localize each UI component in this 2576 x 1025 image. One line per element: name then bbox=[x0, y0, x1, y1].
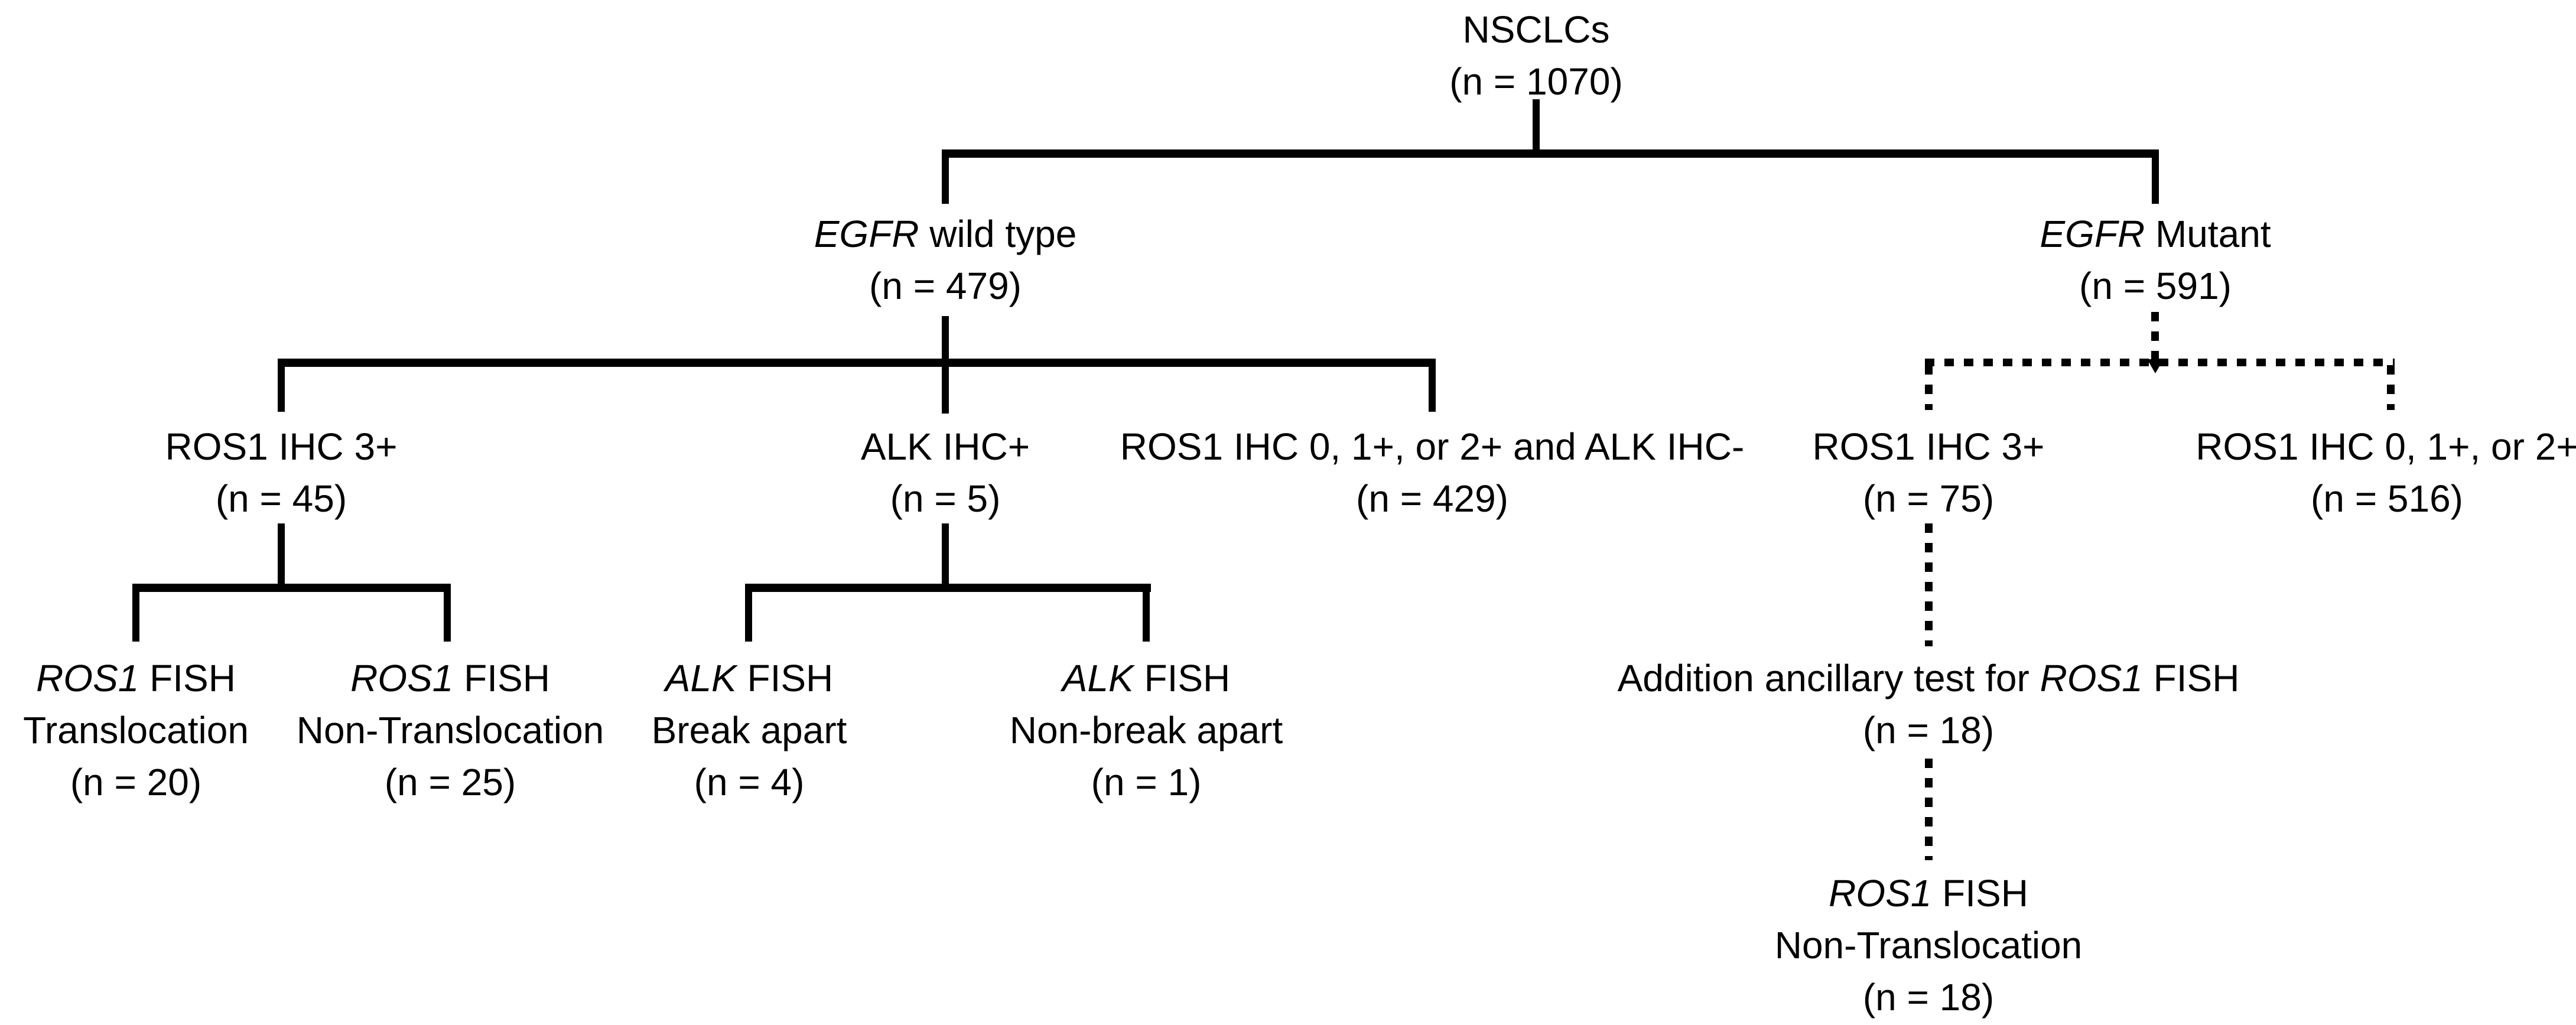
node-egfr-wild-type: EGFR wild type (n = 479) bbox=[814, 208, 1077, 312]
ancillary-suffix-text: FISH bbox=[2142, 657, 2240, 699]
node-nsclcs-text: NSCLCs bbox=[1462, 8, 1610, 51]
node-alk-fish-non-break-apart: ALK FISH Non-break apart (n = 1) bbox=[1010, 652, 1283, 808]
egfr-gene-italic: EGFR bbox=[2040, 213, 2145, 255]
node-ros1-ihc012-alk-neg-count: (n = 429) bbox=[1356, 477, 1508, 520]
connector-drop-egfr-wild-type bbox=[942, 149, 949, 204]
node-egfr-mutant-label: EGFR Mutant bbox=[2040, 208, 2271, 260]
connector-drop-ros1-ihc012-alk-neg bbox=[1429, 359, 1436, 412]
node-ros1-ihc3-mut-count: (n = 75) bbox=[1862, 477, 1995, 520]
node-alk-fish-non-break-apart-line2: Non-break apart bbox=[1009, 709, 1283, 751]
node-egfr-mutant-count: (n = 591) bbox=[2079, 265, 2232, 307]
connector-drop-ros1-fish-non-translocation bbox=[444, 584, 451, 642]
node-alk-fish-break-apart-line1: ALK FISH bbox=[652, 652, 847, 704]
node-ros1-fish-non-translocation-mut-count: (n = 18) bbox=[1862, 976, 1995, 1019]
connector-drop-ros1-fish-translocation bbox=[132, 584, 139, 642]
node-ros1-ihc3-mut: ROS1 IHC 3+ (n = 75) bbox=[1812, 421, 2044, 525]
node-ros1-fish-non-translocation-count: (n = 25) bbox=[384, 761, 516, 803]
ros1-gene-italic: ROS1 bbox=[2040, 657, 2143, 699]
node-alk-fish-break-apart: ALK FISH Break apart (n = 4) bbox=[652, 652, 847, 808]
connector-egfr-mutant-stem-dotted bbox=[2151, 312, 2159, 359]
node-alk-fish-break-apart-line2: Break apart bbox=[651, 709, 847, 751]
connector-ros1-ihc3-mut-stem-dotted bbox=[1925, 523, 1933, 646]
fish-text: FISH bbox=[139, 657, 236, 699]
connector-ancillary-stem-dotted bbox=[1925, 759, 1933, 860]
node-ros1-fish-non-translocation: ROS1 FISH Non-Translocation (n = 25) bbox=[297, 652, 604, 808]
node-alk-ihc-pos: ALK IHC+ (n = 5) bbox=[861, 421, 1030, 525]
node-ros1-fish-non-translocation-line2: Non-Translocation bbox=[296, 709, 604, 751]
connector-ros1-ihc3-wt-stem bbox=[278, 523, 285, 585]
node-ancillary-test: Addition ancillary test for ROS1 FISH (n… bbox=[1618, 652, 2240, 756]
node-ros1-ihc3-wt: ROS1 IHC 3+ (n = 45) bbox=[165, 421, 397, 525]
node-ros1-ihc012-label: ROS1 IHC 0, 1+, or 2+ bbox=[2196, 425, 2576, 468]
egfr-mutant-text: Mutant bbox=[2145, 213, 2271, 255]
node-egfr-mutant: EGFR Mutant (n = 591) bbox=[2040, 208, 2271, 312]
node-egfr-wild-type-label: EGFR wild type bbox=[814, 208, 1077, 260]
node-ros1-fish-translocation: ROS1 FISH Translocation (n = 20) bbox=[23, 652, 249, 808]
connector-drop-ros1-ihc3-wt bbox=[278, 359, 285, 412]
connector-drop-alk-fish-non-break-apart bbox=[1143, 584, 1150, 642]
connector-level3-bar-ros1-fish bbox=[132, 584, 451, 592]
ancillary-prefix-text: Addition ancillary test for bbox=[1617, 657, 2040, 699]
fish-text: FISH bbox=[453, 657, 550, 699]
node-ros1-fish-non-translocation-mut-line2: Non-Translocation bbox=[1774, 924, 2083, 967]
node-ros1-fish-translocation-line1: ROS1 FISH bbox=[23, 652, 249, 704]
connector-drop-egfr-mutant bbox=[2152, 149, 2159, 204]
node-ros1-fish-non-translocation-mut-line1: ROS1 FISH bbox=[1775, 867, 2083, 919]
node-ancillary-test-count: (n = 18) bbox=[1862, 709, 1995, 751]
ros1-gene-italic: ROS1 bbox=[1829, 872, 1932, 915]
node-ros1-fish-translocation-count: (n = 20) bbox=[70, 761, 202, 803]
egfr-gene-italic: EGFR bbox=[814, 213, 919, 255]
node-ros1-ihc3-mut-label: ROS1 IHC 3+ bbox=[1812, 425, 2045, 468]
node-nsclcs-label: NSCLCs bbox=[1449, 4, 1623, 56]
node-alk-ihc-pos-label: ALK IHC+ bbox=[860, 425, 1030, 468]
ros1-gene-italic: ROS1 bbox=[36, 657, 139, 699]
node-alk-fish-non-break-apart-count: (n = 1) bbox=[1091, 761, 1202, 803]
node-alk-ihc-pos-count: (n = 5) bbox=[890, 477, 1001, 520]
connector-level2-bar-left bbox=[278, 359, 1436, 367]
node-ros1-ihc3-wt-label: ROS1 IHC 3+ bbox=[165, 425, 398, 468]
node-ros1-ihc012-alk-neg-label: ROS1 IHC 0, 1+, or 2+ and ALK IHC- bbox=[1120, 425, 1745, 468]
node-ros1-fish-translocation-line2: Translocation bbox=[23, 709, 249, 751]
node-nsclcs: NSCLCs (n = 1070) bbox=[1449, 4, 1623, 108]
node-ros1-fish-non-translocation-mut: ROS1 FISH Non-Translocation (n = 18) bbox=[1775, 867, 2083, 1023]
node-ancillary-test-label: Addition ancillary test for ROS1 FISH bbox=[1618, 652, 2240, 704]
connector-nsclcs-stem bbox=[1533, 99, 1540, 157]
connector-drop-alk-fish-break-apart bbox=[745, 584, 752, 642]
arrowhead-down-icon bbox=[2147, 359, 2164, 373]
node-nsclcs-count: (n = 1070) bbox=[1449, 60, 1623, 103]
egfr-wild-type-text: wild type bbox=[919, 213, 1077, 255]
connector-drop-ros1-ihc012-dotted bbox=[2387, 365, 2395, 410]
connector-level3-bar-alk-fish bbox=[745, 584, 1151, 592]
fish-text: FISH bbox=[736, 657, 834, 699]
alk-gene-italic: ALK bbox=[665, 657, 737, 699]
connector-drop-ros1-ihc3-mut-dotted bbox=[1925, 365, 1933, 410]
node-ros1-fish-non-translocation-line1: ROS1 FISH bbox=[297, 652, 604, 704]
ros1-gene-italic: ROS1 bbox=[350, 657, 454, 699]
alk-gene-italic: ALK bbox=[1062, 657, 1134, 699]
node-egfr-wild-type-count: (n = 479) bbox=[869, 265, 1022, 307]
node-ros1-ihc012-count: (n = 516) bbox=[2311, 477, 2463, 520]
node-ros1-ihc3-wt-count: (n = 45) bbox=[215, 477, 347, 520]
fish-text: FISH bbox=[1133, 657, 1231, 699]
connector-level1-bar bbox=[942, 149, 2159, 158]
node-ros1-ihc012: ROS1 IHC 0, 1+, or 2+ (n = 516) bbox=[2196, 421, 2576, 525]
fish-text: FISH bbox=[1931, 872, 2028, 915]
node-alk-fish-non-break-apart-line1: ALK FISH bbox=[1010, 652, 1283, 704]
node-alk-fish-break-apart-count: (n = 4) bbox=[694, 761, 805, 803]
connector-alk-ihc-pos-stem bbox=[942, 523, 949, 585]
node-ros1-ihc012-alk-neg: ROS1 IHC 0, 1+, or 2+ and ALK IHC- (n = … bbox=[1120, 421, 1745, 525]
